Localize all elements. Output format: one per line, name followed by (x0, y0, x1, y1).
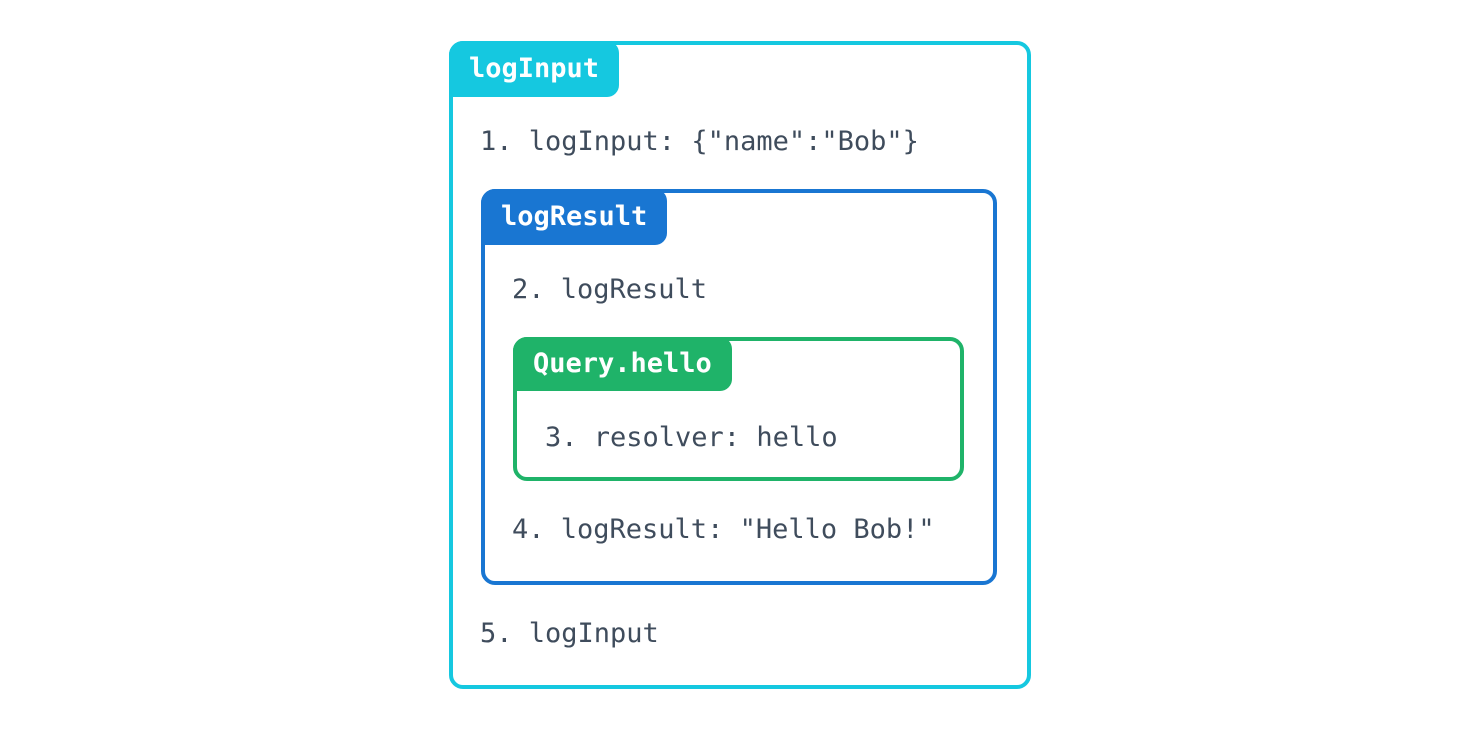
frame-queryhello: Query.hello 3. resolver: hello (513, 337, 964, 481)
frame-loginput: logInput 1. logInput: {"name":"Bob"} log… (449, 41, 1031, 689)
step-1-text: 1. logInput: {"name":"Bob"} (480, 126, 919, 157)
step-3-text: 3. resolver: hello (545, 422, 838, 453)
frame-logresult-label: logResult (481, 189, 668, 245)
frame-queryhello-label: Query.hello (513, 337, 732, 391)
step-4-text: 4. logResult: "Hello Bob!" (512, 514, 935, 545)
frame-loginput-label: logInput (449, 41, 620, 97)
step-5-text: 5. logInput (480, 618, 659, 649)
frame-logresult: logResult 2. logResult Query.hello 3. re… (481, 189, 997, 585)
step-2-text: 2. logResult (512, 274, 708, 305)
